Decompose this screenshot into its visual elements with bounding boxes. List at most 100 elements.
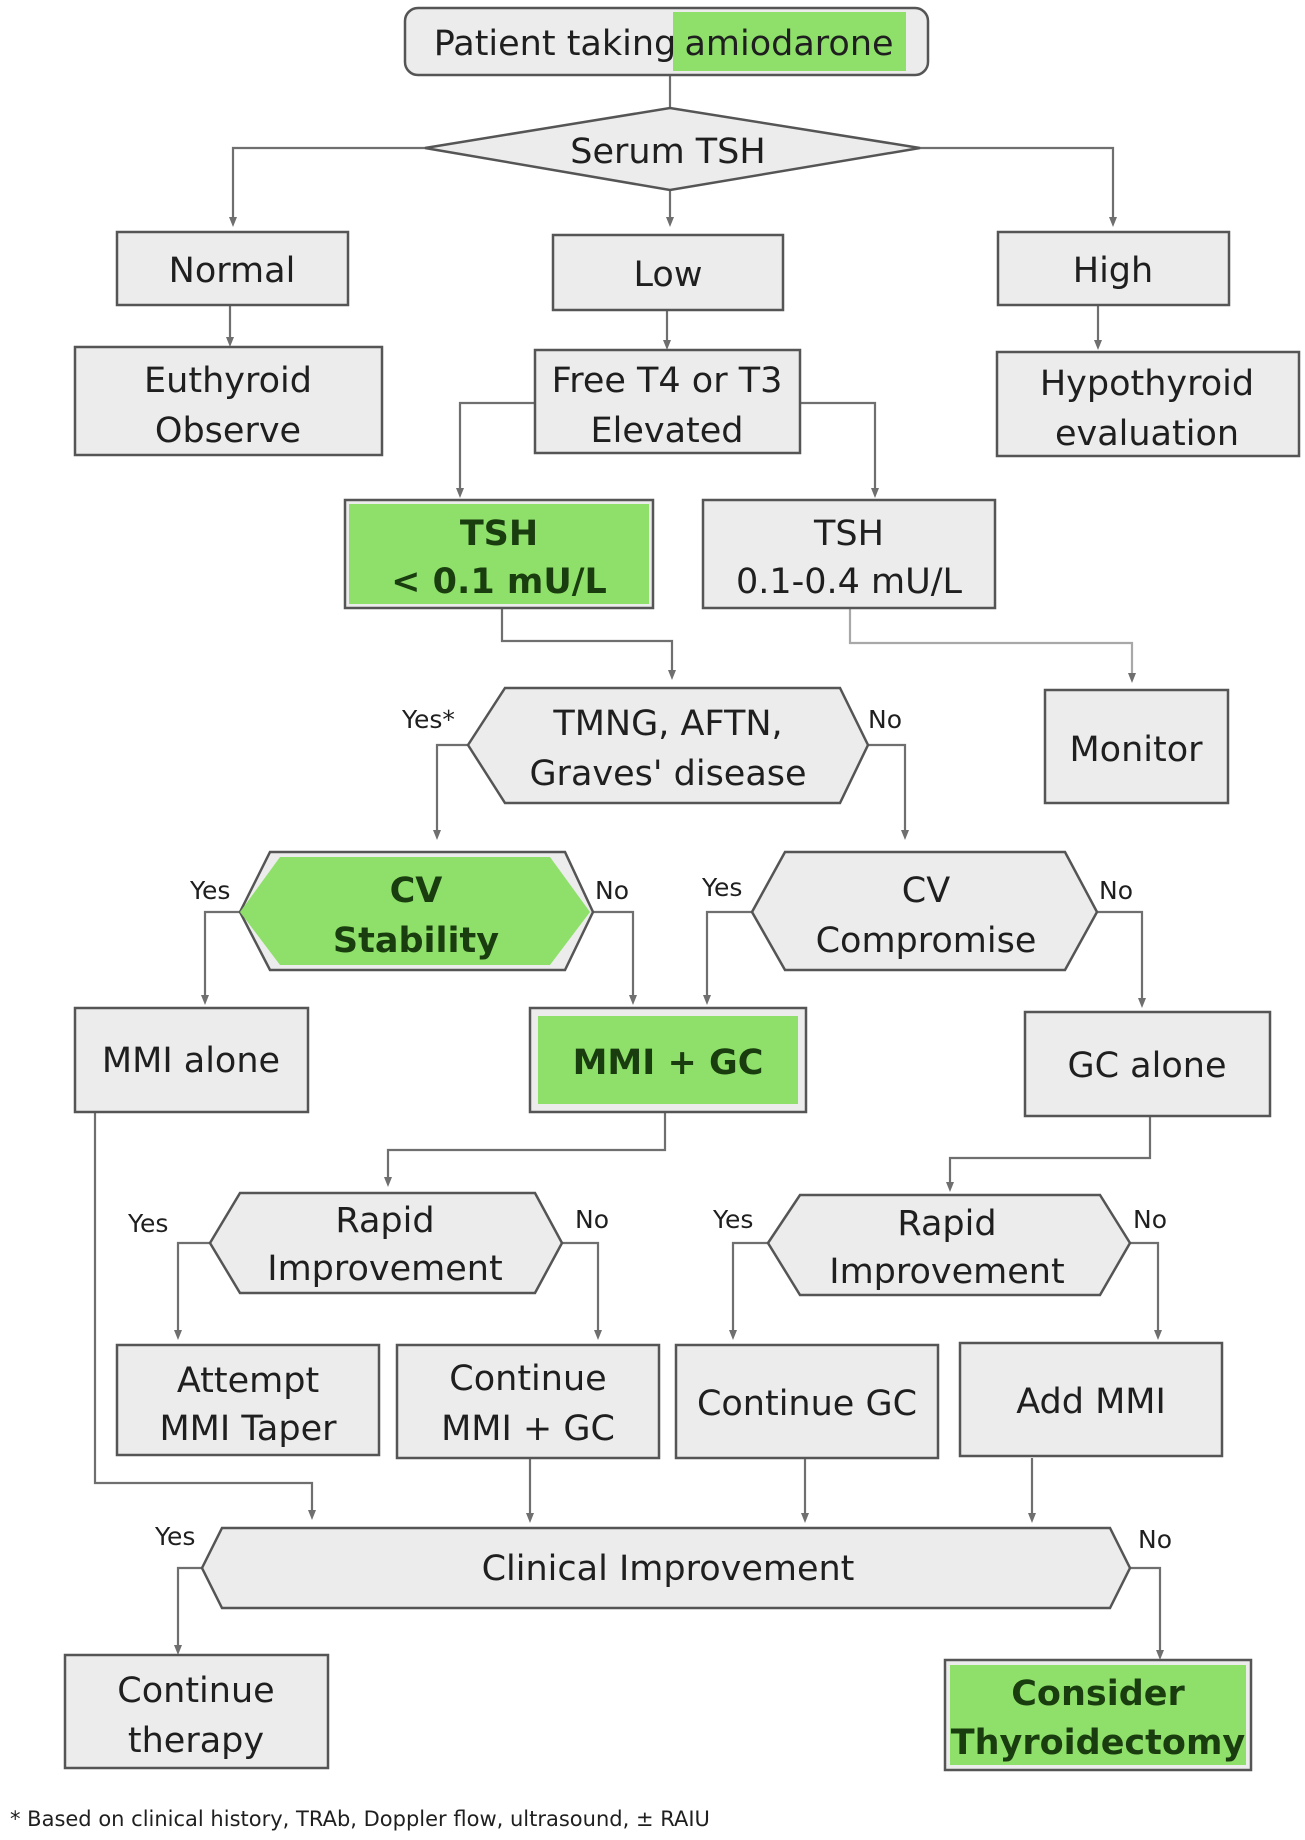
hypothyroid-label-2: evaluation: [1055, 414, 1239, 454]
attempt-taper-node: Attempt MMI Taper: [115, 1343, 381, 1457]
tmng-decision: TMNG, AFTN, Graves' disease: [466, 686, 870, 805]
clinical-no-label: No: [1138, 1525, 1172, 1554]
tmng-label-1: TMNG, AFTN,: [552, 704, 782, 744]
tsh-mid-label-2: 0.1-0.4 mU/L: [736, 562, 963, 602]
continue-mmi-gc-label-2: MMI + GC: [441, 1409, 615, 1449]
low-node: Low: [551, 233, 785, 312]
rapid-left-no-label: No: [575, 1205, 609, 1234]
consider-thyroidectomy-label-1: Consider: [1011, 1674, 1185, 1714]
hypothyroid-label-1: Hypothyroid: [1040, 364, 1254, 404]
attempt-taper-label-1: Attempt: [177, 1361, 319, 1401]
tsh-low-label-1: TSH: [460, 514, 538, 554]
low-label: Low: [634, 255, 703, 295]
tsh-low-node: TSH < 0.1 mU/L: [343, 498, 655, 610]
edge-cvstability-mmialone: [201, 910, 240, 1005]
rapid-right-yes-label: Yes: [712, 1205, 753, 1234]
monitor-node: Monitor: [1043, 688, 1230, 805]
gc-alone-label: GC alone: [1068, 1046, 1227, 1086]
start-label-drug: amiodarone: [684, 24, 893, 64]
tsh-mid-node: TSH 0.1-0.4 mU/L: [701, 498, 997, 610]
rapid-improvement-right-decision: Rapid Improvement: [766, 1193, 1132, 1297]
rapid-left-label-1: Rapid: [335, 1201, 434, 1241]
rapid-left-label-2: Improvement: [267, 1249, 502, 1289]
nodes: Patient taking amiodarone Serum TSH Norm…: [63, 6, 1301, 1772]
cv-compromise-no-label: No: [1099, 876, 1133, 905]
normal-label: Normal: [169, 251, 296, 291]
free-t4-label-2: Elevated: [590, 411, 743, 451]
rapid-left-yes-label: Yes: [127, 1209, 168, 1238]
hypothyroid-node: Hypothyroid evaluation: [995, 350, 1301, 458]
mmi-alone-label: MMI alone: [102, 1041, 280, 1081]
edge-gcalone-rapidright: [946, 1116, 1152, 1192]
edge-rapidleft-taper: [174, 1241, 210, 1340]
edge-cvcompromise-mmigc: [703, 910, 752, 1005]
clinical-improvement-decision: Clinical Improvement: [200, 1526, 1132, 1610]
continue-therapy-label-1: Continue: [117, 1671, 274, 1711]
tmng-yes-label: Yes*: [401, 705, 455, 734]
cv-stability-label-1: CV: [390, 871, 443, 911]
mmi-gc-label: MMI + GC: [573, 1043, 764, 1083]
high-node: High: [996, 230, 1231, 307]
edge-tshlow-tmng: [500, 608, 676, 680]
continue-gc-label: Continue GC: [697, 1384, 917, 1424]
monitor-label: Monitor: [1069, 730, 1203, 770]
free-t4-label-1: Free T4 or T3: [552, 361, 783, 401]
footnote: * Based on clinical history, TRAb, Doppl…: [10, 1807, 710, 1831]
clinical-improvement-label: Clinical Improvement: [482, 1549, 855, 1589]
cv-stability-label-2: Stability: [333, 921, 499, 961]
clinical-yes-label: Yes: [154, 1522, 195, 1551]
rapid-right-no-label: No: [1133, 1205, 1167, 1234]
edge-labels: Yes* No Yes No Yes No Yes No Yes No Yes …: [127, 705, 1172, 1554]
edge-rapidright-continuegc: [729, 1241, 768, 1340]
high-label: High: [1073, 251, 1153, 291]
mmi-gc-node: MMI + GC: [528, 1006, 808, 1114]
consider-thyroidectomy-node: Consider Thyroidectomy: [943, 1658, 1253, 1772]
cv-compromise-label-2: Compromise: [816, 921, 1037, 961]
continue-therapy-label-2: therapy: [128, 1721, 264, 1761]
start-label-plain: Patient taking: [434, 24, 677, 64]
cv-stability-yes-label: Yes: [189, 876, 230, 905]
gc-alone-node: GC alone: [1023, 1010, 1272, 1118]
euthyroid-label-2: Observe: [155, 411, 301, 451]
edge-clinical-continuetherapy: [174, 1566, 202, 1655]
tsh-mid-label-1: TSH: [813, 514, 884, 554]
continue-therapy-node: Continue therapy: [63, 1653, 330, 1770]
edge-freet4-tshlow: [456, 401, 535, 498]
euthyroid-label-1: Euthyroid: [144, 361, 312, 401]
connectors: [93, 72, 1164, 1660]
continue-mmi-gc-node: Continue MMI + GC: [395, 1343, 661, 1460]
serum-tsh-label: Serum TSH: [570, 132, 765, 172]
edge-cvcompromise-gcalone: [1097, 910, 1146, 1008]
consider-thyroidectomy-label-2: Thyroidectomy: [951, 1723, 1246, 1763]
tmng-no-label: No: [868, 705, 902, 734]
edge-tmng-cvstability: [433, 743, 468, 840]
edge-mmialone-clinical: [93, 1112, 316, 1520]
add-mmi-label: Add MMI: [1016, 1382, 1166, 1422]
edge-tshmid-monitor: [848, 608, 1136, 683]
continue-gc-node: Continue GC: [674, 1343, 940, 1460]
edge-rapidleft-continue: [562, 1241, 602, 1340]
edge-clinical-thyroidectomy: [1130, 1566, 1164, 1660]
edge-cvstability-mmigc: [590, 910, 637, 1005]
add-mmi-node: Add MMI: [958, 1341, 1224, 1458]
euthyroid-node: Euthyroid Observe: [73, 345, 384, 457]
cv-compromise-decision: CV Compromise: [750, 850, 1099, 972]
mmi-alone-node: MMI alone: [73, 1006, 310, 1114]
rapid-right-label-2: Improvement: [829, 1252, 1064, 1292]
normal-node: Normal: [115, 230, 350, 307]
tsh-low-label-2: < 0.1 mU/L: [391, 562, 607, 602]
start-node: Patient taking amiodarone: [403, 6, 930, 77]
free-t4-node: Free T4 or T3 Elevated: [533, 348, 802, 455]
cv-compromise-label-1: CV: [902, 871, 950, 911]
edge-freet4-tshmid: [800, 401, 879, 498]
cv-stability-decision: CV Stability: [238, 850, 595, 972]
edge-tmng-cvcompromise: [865, 743, 909, 840]
edge-serum-normal: [229, 146, 425, 227]
rapid-right-label-1: Rapid: [897, 1204, 996, 1244]
rapid-improvement-left-decision: Rapid Improvement: [208, 1191, 564, 1295]
tmng-label-2: Graves' disease: [529, 754, 806, 794]
continue-mmi-gc-label-1: Continue: [449, 1359, 606, 1399]
attempt-taper-label-2: MMI Taper: [159, 1409, 337, 1449]
edge-mmigc-rapidleft: [384, 1112, 667, 1187]
